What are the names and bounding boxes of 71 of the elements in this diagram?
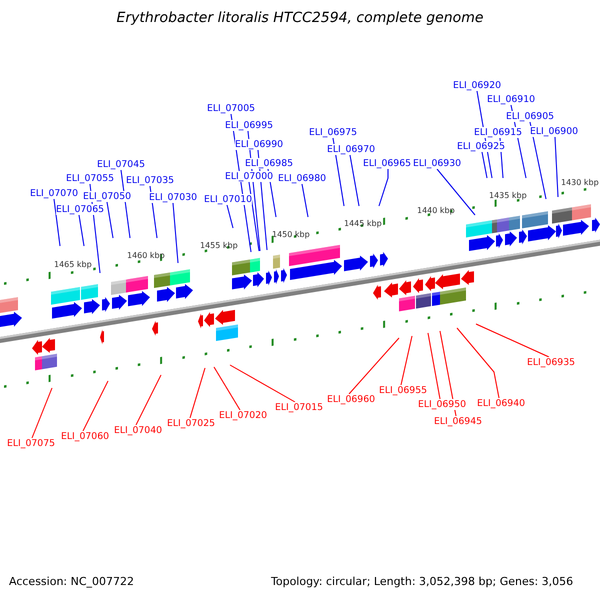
gene-label: ELI_06950 <box>418 399 466 410</box>
leader-line <box>436 168 476 216</box>
scale-label: 1450 kbp <box>272 230 310 240</box>
gene-label: ELI_06940 <box>477 398 526 409</box>
gene-label: ELI_07020 <box>219 410 268 421</box>
scale-label: 1435 kbp <box>489 191 527 201</box>
gene-label: ELI_06935 <box>527 357 576 368</box>
leader-line <box>482 152 488 178</box>
gene-label: ELI_07075 <box>7 438 56 449</box>
gene-label: ELI_06905 <box>506 111 554 122</box>
leader-line <box>400 336 412 386</box>
scale-label: 1445 kbp <box>344 219 382 229</box>
gene-label: ELI_06920 <box>453 80 502 91</box>
leader-line <box>350 154 360 206</box>
gene-label: ELI_07035 <box>126 175 174 186</box>
leader-line <box>136 374 162 426</box>
gene-label: ELI_07050 <box>83 191 132 202</box>
leader-line <box>32 388 52 438</box>
leader-line <box>106 202 114 238</box>
gene-label: ELI_06985 <box>245 158 294 169</box>
gene-label: ELI_06900 <box>530 126 578 137</box>
scale-label: 1430 kbp <box>561 178 599 188</box>
leader-line <box>54 198 60 246</box>
scale-label: 1440 kbp <box>417 206 455 216</box>
leader-line <box>428 332 440 400</box>
leader-line <box>378 168 388 206</box>
gene-label: ELI_06910 <box>487 94 536 105</box>
gene-label: ELI_06945 <box>434 416 482 427</box>
scale-label: 1465 kbp <box>54 260 92 270</box>
gene-label: ELI_06915 <box>474 127 522 138</box>
gene-label: ELI_07060 <box>61 431 110 442</box>
accession-text: Accession: NC_007722 <box>9 575 134 589</box>
gene-label: ELI_06925 <box>457 141 506 152</box>
gene-label: ELI_07005 <box>207 103 256 114</box>
leader-line <box>348 338 400 394</box>
gene-label: ELI_07040 <box>114 425 162 436</box>
scale-label: 1460 kbp <box>127 251 165 261</box>
gene-label: ELI_06980 <box>278 173 326 184</box>
leader-line <box>214 366 240 410</box>
gene-label: ELI_07045 <box>97 159 146 170</box>
leader-line <box>476 324 550 358</box>
leader-line <box>248 182 260 252</box>
scale-label: 1455 kbp <box>200 241 238 251</box>
leader-line <box>302 184 308 218</box>
leader-line <box>226 204 234 228</box>
gene-label: ELI_07010 <box>204 194 252 205</box>
gene-label: ELI_06930 <box>413 158 462 169</box>
leader-line <box>440 330 456 416</box>
title: Erythrobacter litoralis HTCC2594, complete genome <box>116 10 484 26</box>
leader-line <box>456 328 500 398</box>
genome-stats-text: Topology: circular; Length: 3,052,398 bp; Genes: 3,056 <box>271 575 574 589</box>
leader-line <box>78 214 84 246</box>
gene-label: ELI_06970 <box>327 144 376 155</box>
gene-label: ELI_07025 <box>167 418 216 429</box>
leader-line <box>554 136 558 198</box>
gene-label: ELI_06955 <box>379 385 428 396</box>
leader-line <box>82 380 108 432</box>
leader-line <box>172 202 178 264</box>
gene-label: ELI_07070 <box>30 188 78 199</box>
leader-line <box>230 364 296 402</box>
gene-label: ELI_07030 <box>149 192 198 203</box>
gene-label: ELI_07000 <box>225 171 274 182</box>
gene-label: ELI_06965 <box>363 158 412 169</box>
leader-line <box>190 368 206 418</box>
gene-label: ELI_07055 <box>66 173 114 184</box>
gene-label: ELI_06960 <box>327 394 376 405</box>
gene-label: ELI_07015 <box>275 402 324 413</box>
gene-label: ELI_06990 <box>235 139 284 150</box>
gene-label: ELI_06995 <box>225 120 274 131</box>
gene-label: ELI_06975 <box>309 127 358 138</box>
gene-label: ELI_07065 <box>56 204 104 215</box>
